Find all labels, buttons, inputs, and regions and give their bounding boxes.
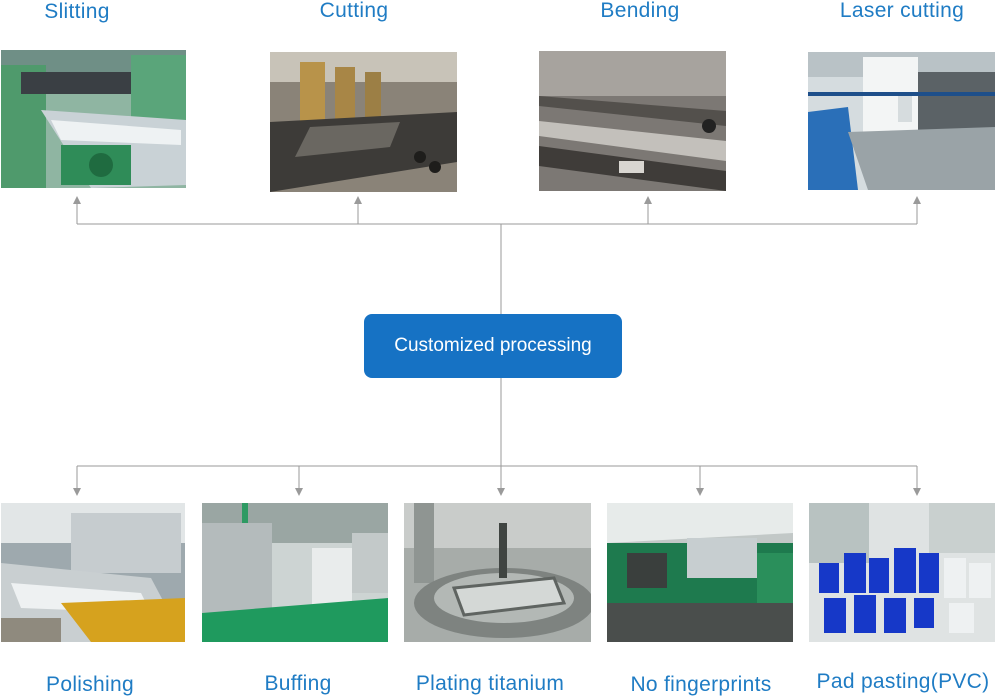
arrowhead-down-buffing [295,488,303,496]
label-laser-cutting: Laser cutting [839,0,965,22]
arrowhead-down-no-fingerprints [696,488,704,496]
label-bending: Bending [600,0,680,22]
laser-cutter-photo [808,52,995,190]
cutting-press-photo [270,52,457,192]
label-plating-titanium: Plating titanium [415,672,565,695]
arrowhead-up-slitting [73,196,81,204]
label-buffing: Buffing [264,672,332,695]
arrowhead-up-cutting [354,196,362,204]
arrowhead-up-bending [644,196,652,204]
customized-processing-node: Customized processing [364,314,622,378]
label-polishing: Polishing [46,673,134,696]
bending-brake-photo [539,51,726,191]
arrowhead-down-plating [497,488,505,496]
arrowhead-down-polishing [73,488,81,496]
arrowhead-down-pad-pasting [913,488,921,496]
arrowhead-up-laser-cutting [913,196,921,204]
coating-line-photo [607,503,793,642]
label-no-fingerprints: No fingerprints [630,673,772,696]
vacuum-plating-photo [404,503,591,642]
label-slitting: Slitting [44,0,110,23]
label-cutting: Cutting [319,0,389,22]
label-pad-pasting: Pad pasting(PVC) [816,670,990,693]
pvc-film-rolls-photo [809,503,995,642]
slitting-machine-photo [1,50,186,188]
polishing-line-photo [1,503,185,642]
buffing-workshop-photo [202,503,388,642]
